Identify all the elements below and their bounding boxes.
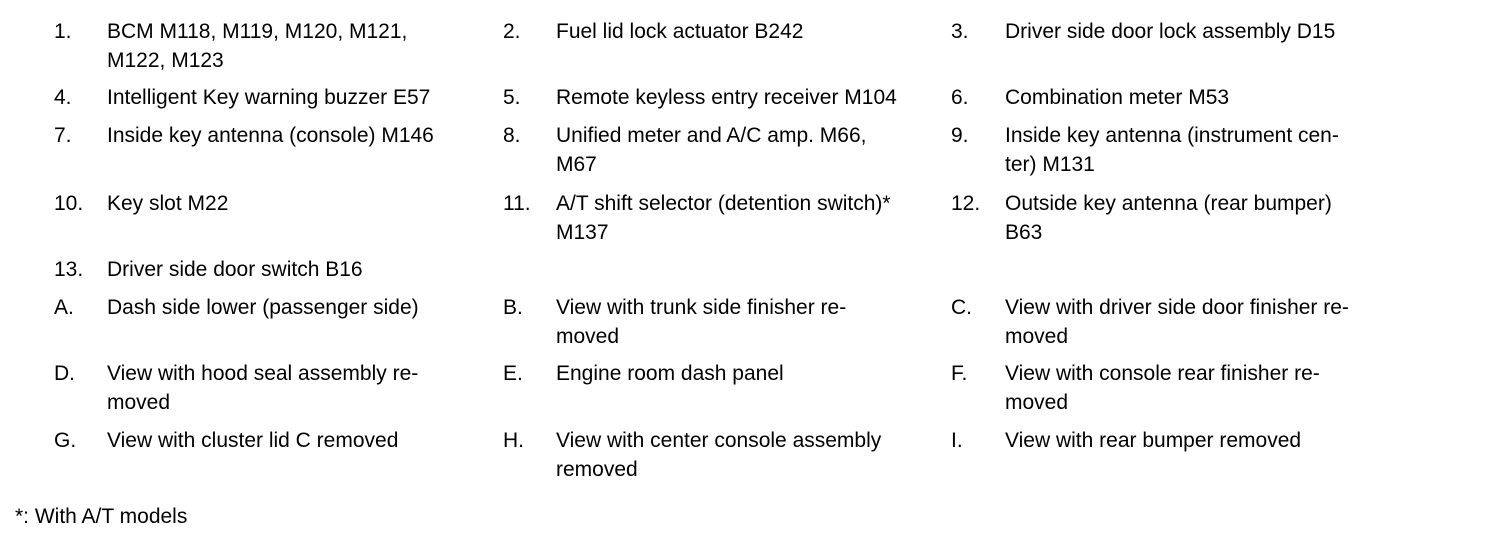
item-label: View with center console assembly remove… xyxy=(556,429,882,481)
item-number: 2. xyxy=(503,20,521,43)
footnote: *: With A/T models xyxy=(15,505,188,528)
item-number: 1. xyxy=(54,20,72,43)
item-label: View with driver side door finisher re- … xyxy=(1005,296,1349,348)
item-number: G. xyxy=(54,429,77,452)
item-number: B. xyxy=(503,296,523,319)
item-number: E. xyxy=(503,362,523,385)
item-label: BCM M118, M119, M120, M121, M122, M123 xyxy=(107,20,408,72)
item-number: 10. xyxy=(54,192,84,215)
item-label: Intelligent Key warning buzzer E57 xyxy=(107,86,431,109)
item-number: C. xyxy=(951,296,972,319)
item-number: 8. xyxy=(503,124,521,147)
item-label: View with rear bumper removed xyxy=(1005,429,1302,452)
item-label: Combination meter M53 xyxy=(1005,86,1230,109)
item-label: Fuel lid lock actuator B242 xyxy=(556,20,804,43)
item-label: A/T shift selector (detention switch)* M… xyxy=(556,192,891,244)
item-number: 3. xyxy=(951,20,969,43)
item-number: 6. xyxy=(951,86,969,109)
item-label: Key slot M22 xyxy=(107,192,229,215)
item-number: 7. xyxy=(54,124,72,147)
item-label: Engine room dash panel xyxy=(556,362,784,385)
item-number: 9. xyxy=(951,124,969,147)
item-label: Inside key antenna (instrument cen- ter)… xyxy=(1005,124,1339,176)
item-number: F. xyxy=(951,362,968,385)
item-number: I. xyxy=(951,429,963,452)
item-number: H. xyxy=(503,429,524,452)
item-number: D. xyxy=(54,362,75,385)
item-label: Driver side door lock assembly D15 xyxy=(1005,20,1336,43)
item-label: View with console rear finisher re- move… xyxy=(1005,362,1320,414)
item-label: Driver side door switch B16 xyxy=(107,258,363,281)
item-number: A. xyxy=(54,296,74,319)
item-label: View with hood seal assembly re- moved xyxy=(107,362,419,414)
item-label: Remote keyless entry receiver M104 xyxy=(556,86,897,109)
item-label: Unified meter and A/C amp. M66, M67 xyxy=(556,124,867,176)
item-label: Inside key antenna (console) M146 xyxy=(107,124,434,147)
item-number: 5. xyxy=(503,86,521,109)
item-number: 4. xyxy=(54,86,72,109)
item-label: Outside key antenna (rear bumper) B63 xyxy=(1005,192,1332,244)
item-number: 12. xyxy=(951,192,981,215)
item-label: Dash side lower (passenger side) xyxy=(107,296,419,319)
item-label: View with cluster lid C removed xyxy=(107,429,399,452)
item-label: View with trunk side finisher re- moved xyxy=(556,296,847,348)
item-number: 13. xyxy=(54,258,84,281)
item-number: 11. xyxy=(503,192,531,215)
